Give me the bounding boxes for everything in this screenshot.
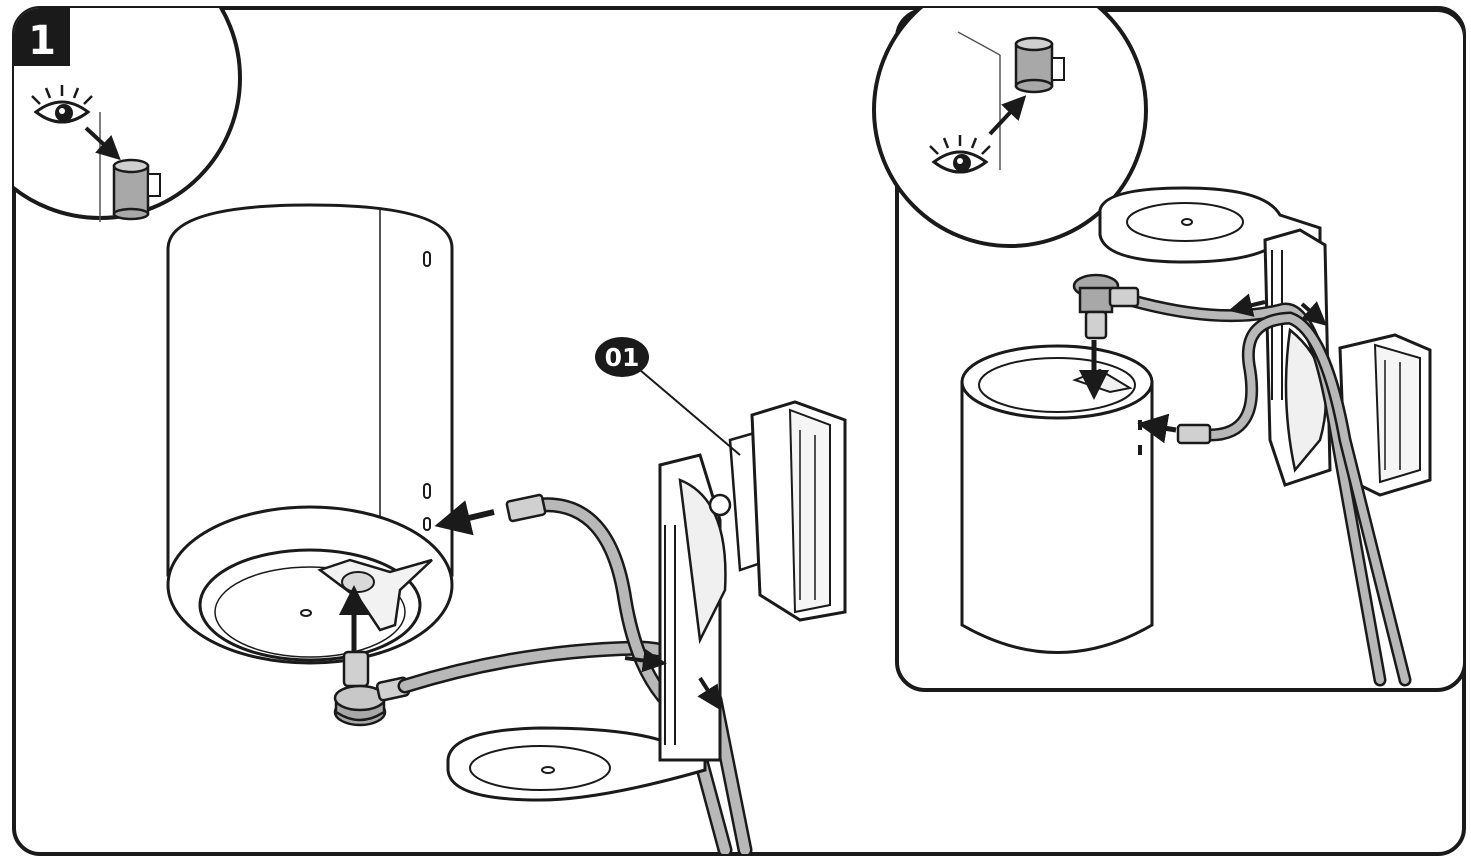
arrow-icon: [1137, 413, 1177, 444]
plug-inset: [1072, 273, 1140, 400]
arrow-icon: [624, 648, 667, 673]
bracket-inset: [1098, 186, 1432, 497]
arrow-icon: [84, 126, 121, 161]
bracket-mount: [446, 400, 847, 802]
arrow-icon: [988, 95, 1027, 136]
step-number: 1: [28, 18, 56, 64]
eye-icon: [31, 85, 93, 124]
mini-speaker-right: [1014, 36, 1065, 94]
speaker-inset: [960, 344, 1154, 654]
connector-inset: [1137, 413, 1212, 445]
connector-secondary: [434, 493, 547, 536]
arrow-icon: [1228, 293, 1266, 317]
callout-label: 01: [605, 343, 640, 372]
speaker-main: [166, 203, 454, 665]
step-badge: 1: [14, 8, 70, 66]
hint-circle-left: [14, 8, 242, 222]
plug-main: [333, 585, 411, 727]
arrow-icon: [1300, 301, 1328, 326]
eye-icon: [929, 135, 991, 174]
inset-panel: [872, 8, 1464, 692]
hint-circle-right: [872, 8, 1148, 248]
mini-speaker-left: [112, 158, 161, 221]
arrow-icon: [434, 500, 495, 536]
arrow-icon: [697, 676, 721, 711]
callout-01: 01: [595, 337, 741, 456]
